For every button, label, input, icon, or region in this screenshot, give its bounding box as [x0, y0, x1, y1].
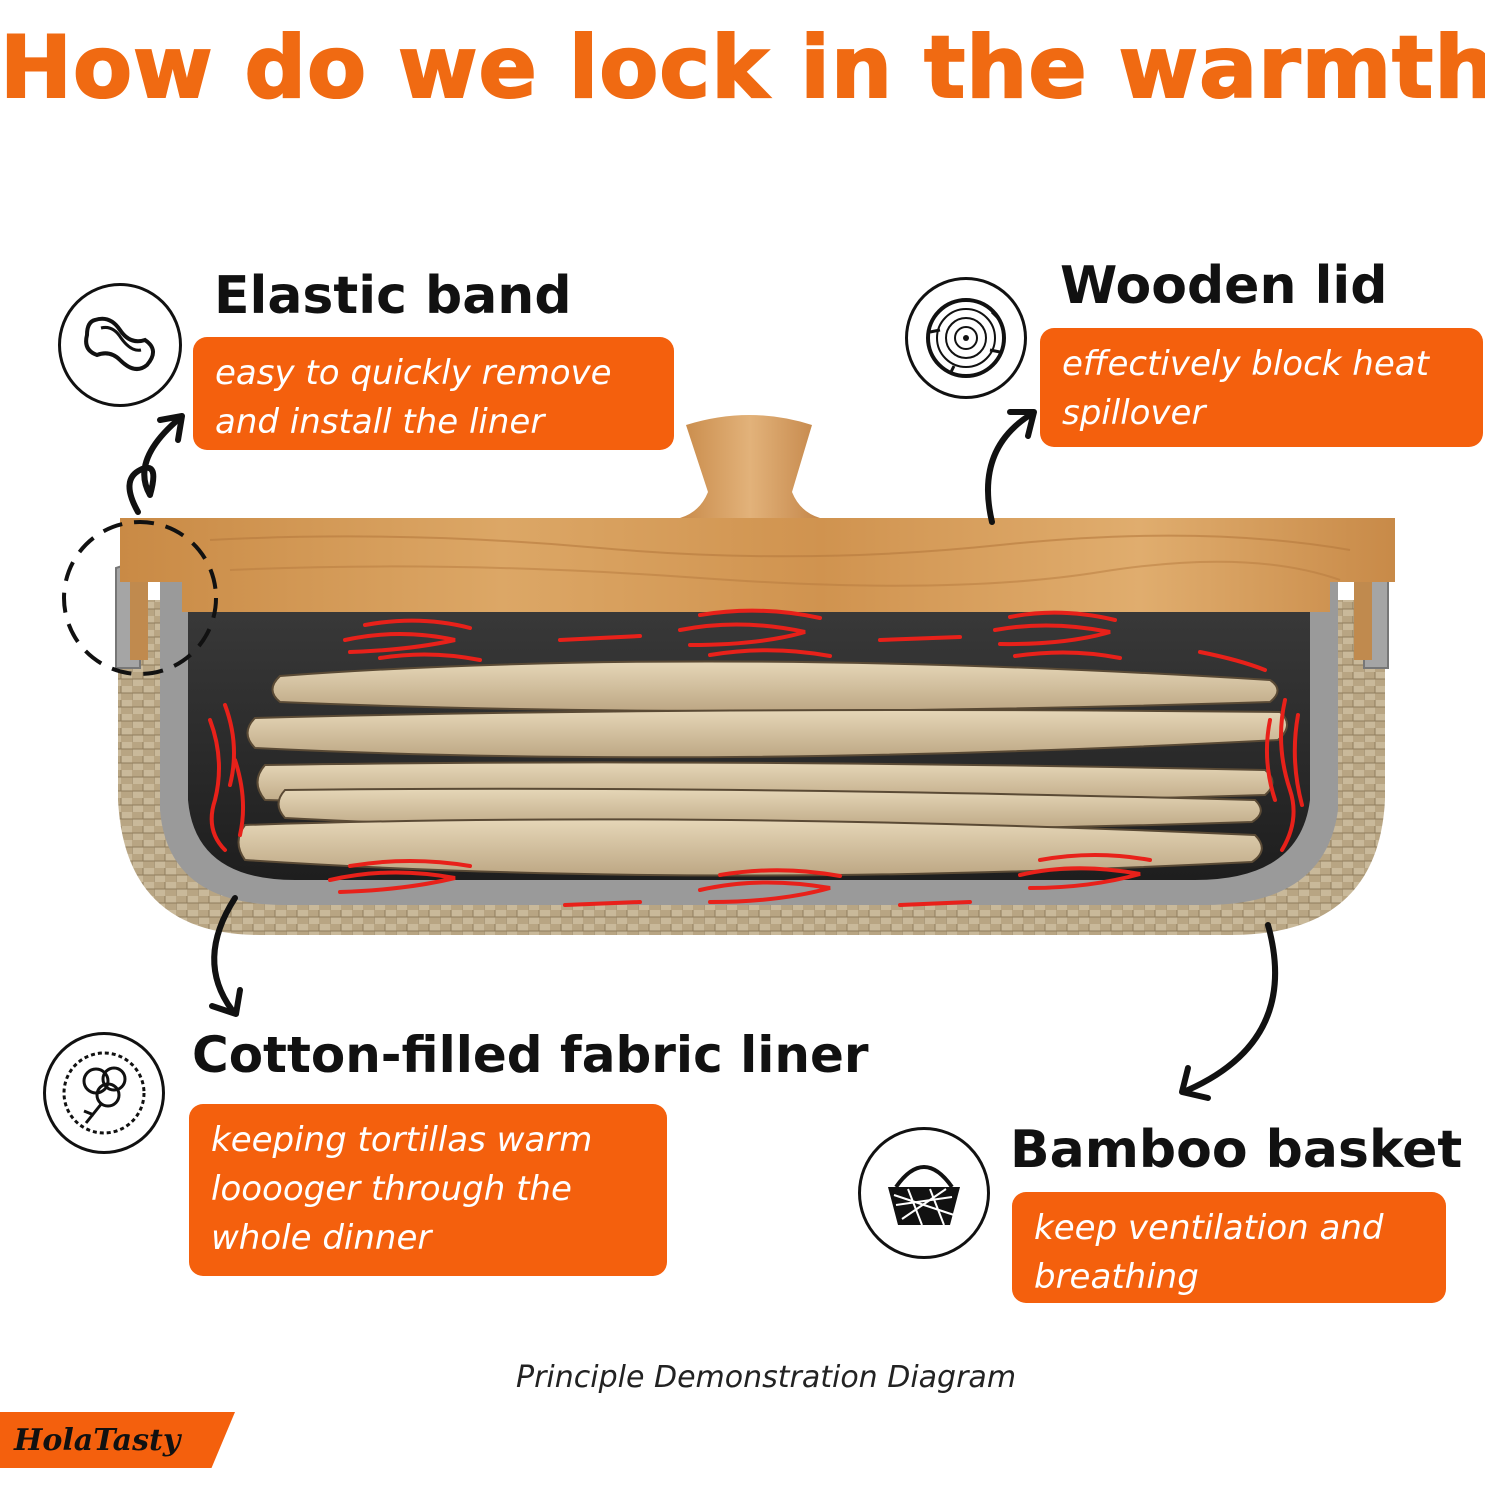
cotton-liner-title: Cotton-filled fabric liner	[192, 1026, 869, 1084]
basket-icon	[858, 1127, 990, 1259]
cotton-liner-badge: keeping tortillas warm looooger through …	[189, 1104, 667, 1276]
brand-logo: HolaTasty	[0, 1412, 235, 1468]
cotton-liner-desc-line2: looooger through the	[211, 1169, 572, 1209]
lid-knob	[680, 415, 820, 518]
bamboo-basket-badge: keep ventilation and breathing	[1012, 1192, 1446, 1303]
wood-rings-icon	[905, 277, 1027, 399]
elastic-band-desc-line1: easy to quickly remove	[215, 353, 612, 393]
cotton-flower-icon	[43, 1032, 165, 1154]
wooden-lid-desc-line1: effectively block heat	[1062, 344, 1429, 384]
wooden-lid-desc-line2: spillover	[1062, 393, 1206, 433]
tortilla-stack	[237, 660, 1288, 877]
wooden-lid-badge: effectively block heat spillover	[1040, 328, 1483, 447]
page-title: How do we lock in the warmth?	[0, 17, 1485, 119]
bamboo-basket-title: Bamboo basket	[1010, 1120, 1463, 1180]
elastic-band-icon	[58, 283, 182, 407]
bamboo-basket-desc-line2: breathing	[1034, 1257, 1199, 1297]
wooden-lid	[120, 518, 1395, 612]
brand-name: HolaTasty	[14, 1422, 181, 1458]
elastic-band-highlight	[62, 520, 218, 676]
heat-waves	[208, 608, 1304, 907]
cotton-liner-desc-line3: whole dinner	[211, 1218, 432, 1258]
callout-arrows	[126, 409, 1279, 1101]
diagram-caption: Principle Demonstration Diagram	[516, 1360, 1017, 1395]
elastic-band-badge: easy to quickly remove and install the l…	[193, 337, 674, 450]
cotton-liner-desc-line1: keeping tortillas warm	[211, 1120, 593, 1160]
bamboo-basket-desc-line1: keep ventilation and	[1034, 1208, 1384, 1248]
wooden-lid-title: Wooden lid	[1060, 256, 1388, 316]
elastic-band-title: Elastic band	[214, 266, 572, 326]
elastic-band-desc-line2: and install the liner	[215, 402, 545, 442]
